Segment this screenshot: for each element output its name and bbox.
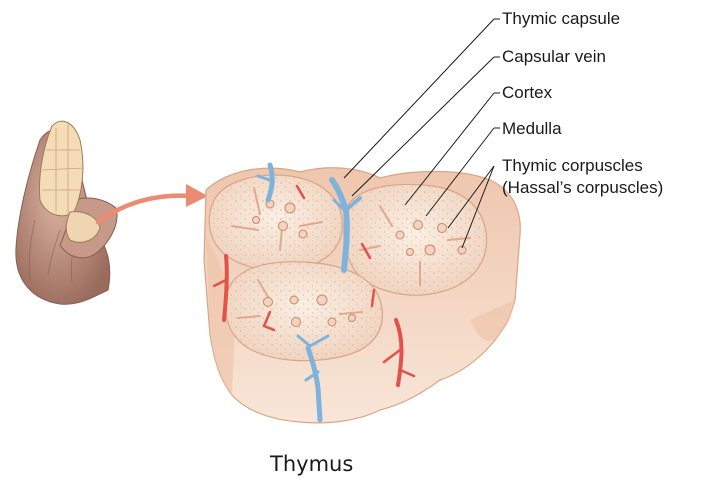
lobule-top-left: [209, 175, 342, 270]
label-medulla: Medulla: [502, 119, 562, 139]
label-hassals-corpuscles: (Hassal’s corpuscles): [502, 178, 663, 198]
thymus-tissue-block: [204, 165, 520, 423]
lobule-bottom: [225, 262, 382, 361]
leader-thymic-capsule: [344, 19, 500, 178]
label-thymic-capsule: Thymic capsule: [502, 9, 620, 29]
label-cortex: Cortex: [502, 83, 552, 103]
label-thymic-corpuscles: Thymic corpuscles: [502, 156, 643, 176]
figure-caption: Thymus: [270, 452, 353, 476]
label-capsular-vein: Capsular vein: [502, 47, 606, 67]
thymus-gland-icon: [16, 121, 117, 304]
